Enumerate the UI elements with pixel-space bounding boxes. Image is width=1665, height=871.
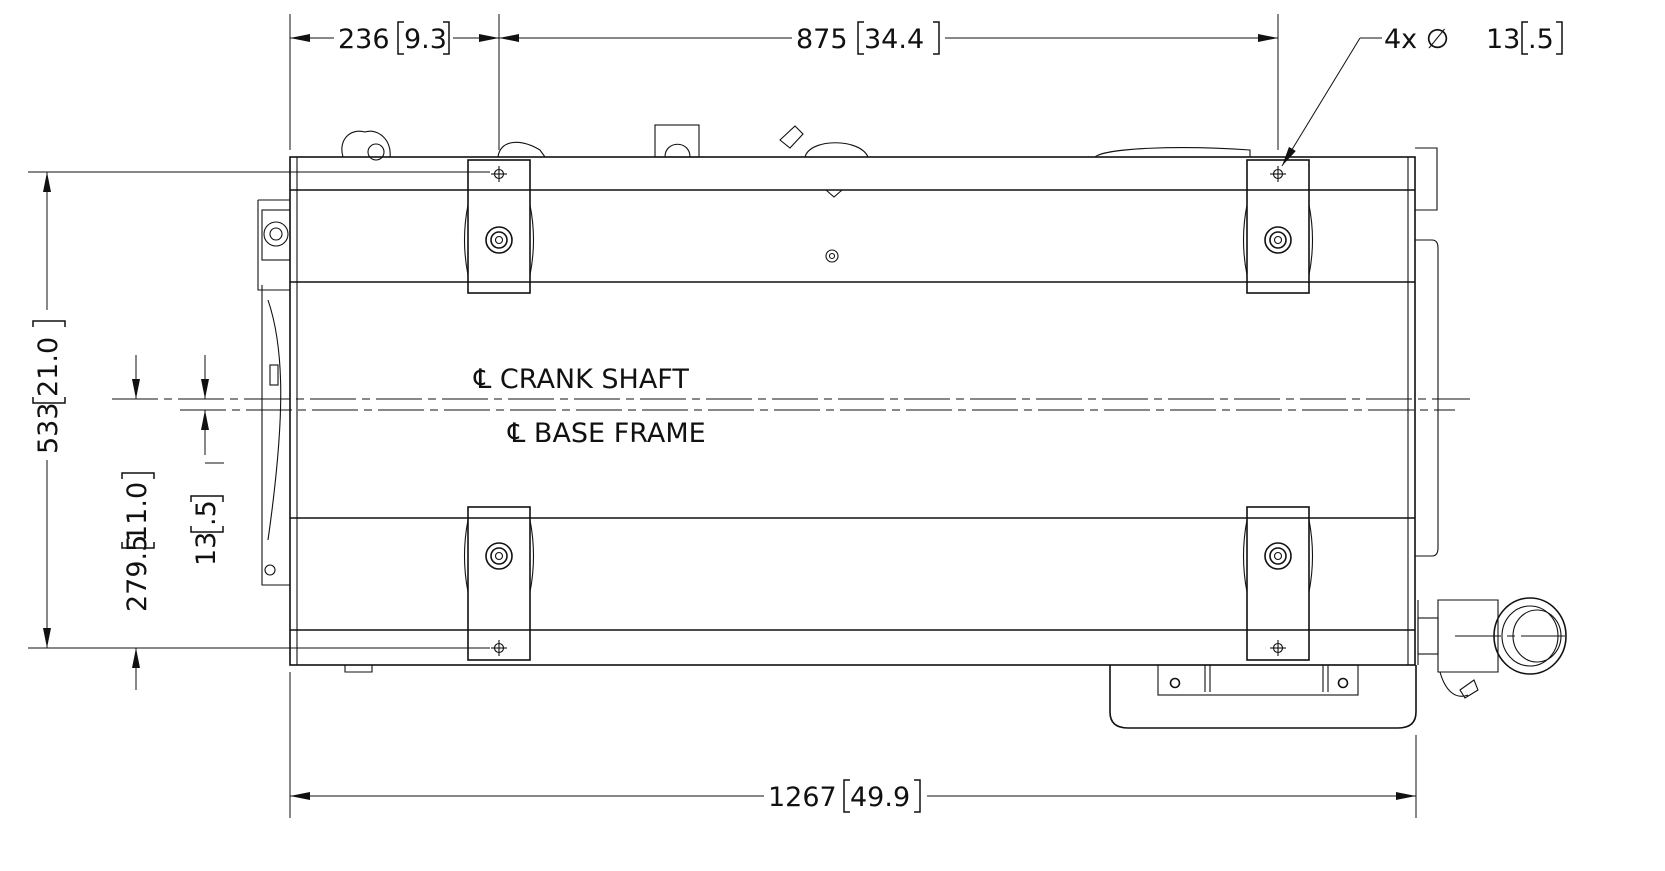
dim-236-inch: 9.3 (404, 24, 447, 55)
exhaust-pipe (1417, 597, 1567, 699)
mount-hole-icon (1270, 640, 1286, 656)
dim-hole-value: 13 (1486, 24, 1520, 55)
top-fittings (341, 124, 1438, 211)
extension-lines (28, 14, 1417, 818)
dim-hole-inch: .5 (1528, 24, 1554, 55)
dim-279-5: 279.5 11.0 (121, 355, 155, 690)
dim-1267: 1267 49.9 (290, 779, 1416, 813)
dim-1267-value: 1267 (768, 782, 837, 813)
dim-236-value: 236 (338, 24, 390, 55)
dim-875-inch: 34.4 (864, 24, 924, 55)
dim-533-value: 533 (33, 402, 64, 454)
dim-1267-inch: 49.9 (850, 782, 910, 813)
dim-279-5-inch: 11.0 (122, 482, 153, 542)
dim-13-value: 13 (191, 532, 222, 566)
dim-hole-callout: 4x ∅ 13 .5 (1281, 21, 1563, 167)
dim-13: 13 .5 (190, 355, 224, 566)
mount-bottom-left (463, 506, 535, 661)
mount-top-left (463, 159, 535, 294)
base-frame-label: ℄ BASE FRAME (507, 418, 706, 449)
dim-875-value: 875 (796, 24, 848, 55)
dim-13-inch: .5 (191, 500, 222, 526)
dim-236: 236 9.3 (290, 21, 499, 55)
mount-top-right (1242, 159, 1314, 294)
mount-hole-icon (1270, 166, 1286, 182)
mount-bottom-right (1242, 506, 1314, 661)
bottom-tank (1109, 664, 1417, 729)
dim-279-5-value: 279.5 (122, 535, 153, 612)
nut-icon (825, 249, 839, 263)
dim-533-inch: 21.0 (33, 337, 64, 397)
crank-shaft-label: ℄ CRANK SHAFT (473, 364, 689, 395)
right-side-panel (1415, 239, 1439, 557)
mount-hole-icon (491, 166, 507, 182)
frame-body (289, 156, 1416, 666)
mount-hole-icon (491, 640, 507, 656)
dim-875: 875 34.4 (499, 21, 1278, 55)
dim-hole-prefix: 4x ∅ (1384, 24, 1449, 55)
left-side-assembly (257, 199, 373, 673)
dim-533: 533 21.0 (32, 172, 66, 648)
